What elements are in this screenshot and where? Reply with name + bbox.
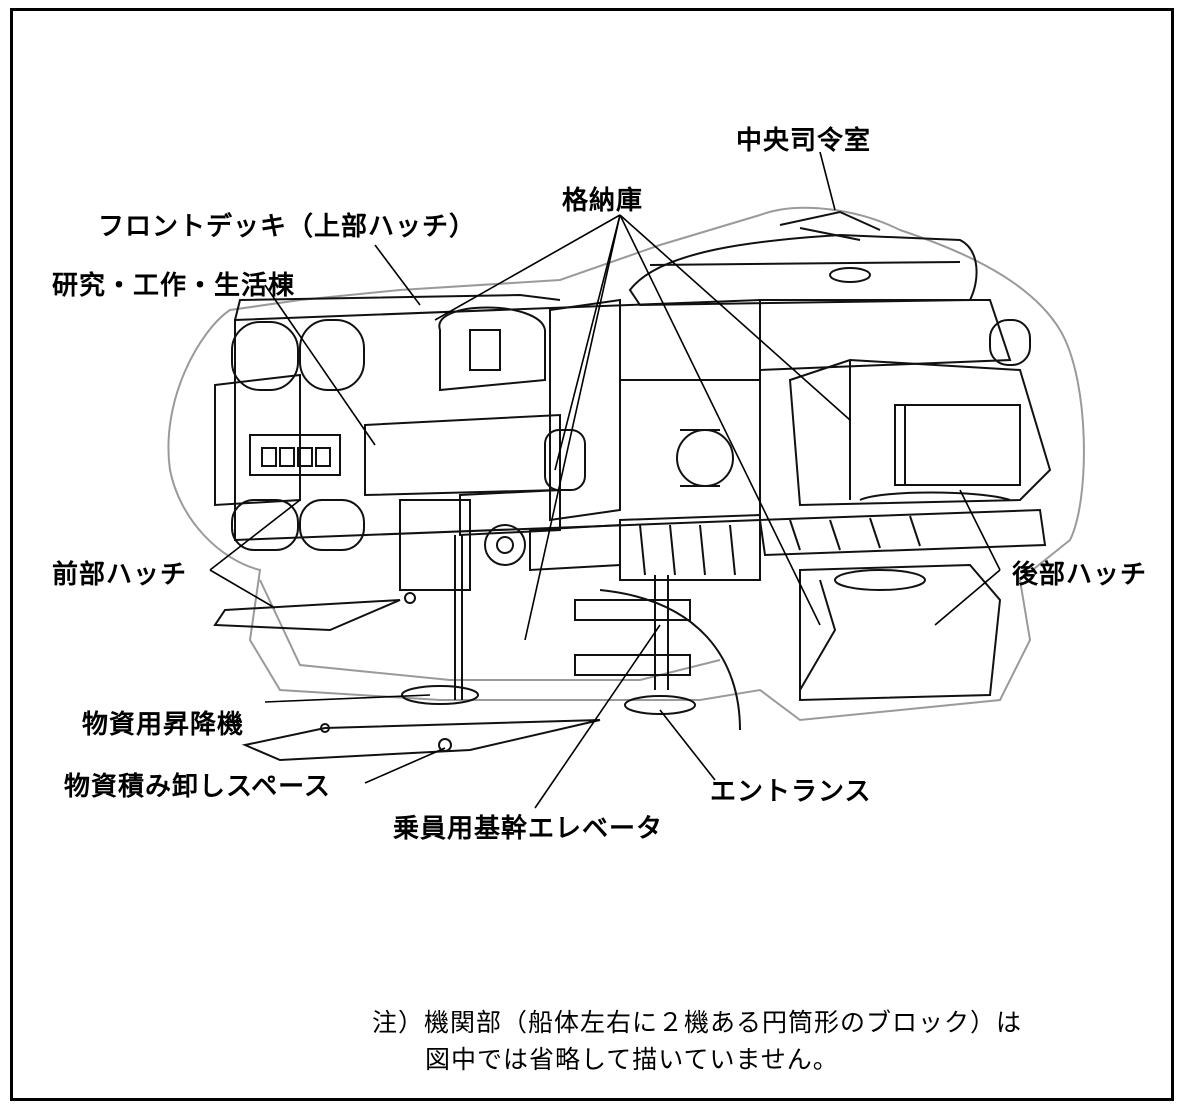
label-cargo-space: 物資積み卸しスペース [64, 772, 331, 802]
front-hatch-ramp [213, 592, 416, 632]
silhouette-outline [167, 206, 1085, 722]
label-research-block: 研究・工作・生活棟 [52, 271, 296, 301]
label-rear-hatch: 後部ハッチ [1012, 560, 1148, 590]
rear-module [758, 358, 1052, 557]
footnote-line-1: 注）機関部（船体左右に２機ある円筒形のブロック）は [372, 1008, 1023, 1037]
diagram-frame [10, 8, 1174, 1101]
label-storage: 格納庫 [562, 186, 644, 216]
label-front-deck: フロントデッキ（上部ハッチ） [98, 212, 477, 242]
label-entrance: エントランス [710, 777, 872, 807]
command-tower [628, 210, 1031, 372]
leader-lines [209, 151, 1001, 809]
undercarriage [399, 499, 761, 731]
footnote-line-2: 図中では省略して描いていません。 [425, 1045, 839, 1074]
cargo-platform [241, 719, 601, 762]
rear-hatch-ramp [799, 563, 1002, 702]
label-cargo-lift: 物資用昇降機 [82, 710, 245, 740]
label-front-hatch: 前部ハッチ [52, 560, 188, 590]
main-hull [214, 293, 761, 551]
label-central-command: 中央司令室 [736, 126, 872, 156]
label-crew-elevator: 乗員用基幹エレベータ [393, 814, 664, 844]
